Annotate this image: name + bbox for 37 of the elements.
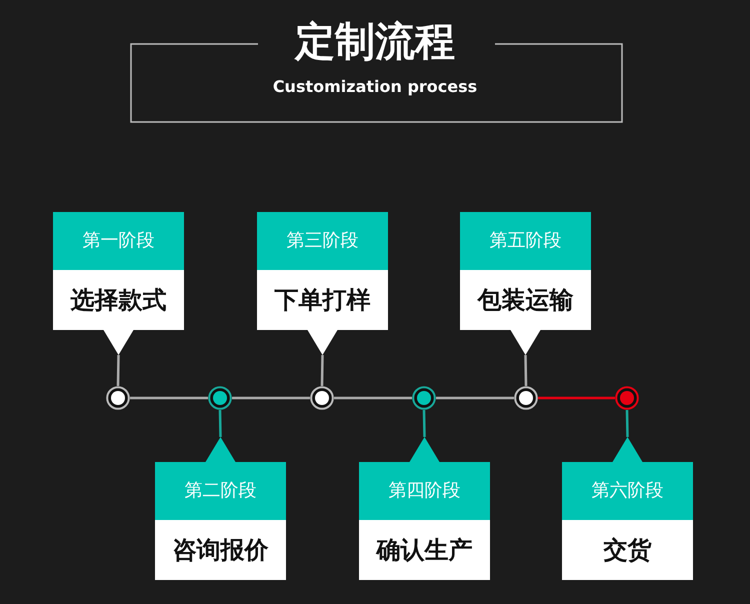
connector-line — [232, 396, 310, 400]
title: 定制流程 — [295, 19, 455, 65]
connector-line — [538, 396, 615, 400]
stage-name: 咨询报价 — [172, 536, 268, 564]
stage-label: 第三阶段 — [286, 230, 358, 251]
stage-name: 交货 — [604, 536, 652, 564]
connector-line — [218, 410, 222, 438]
stage-name: 包装运输 — [478, 286, 574, 314]
stage-name: 确认生产 — [376, 536, 472, 564]
stage-name: 下单打样 — [274, 286, 370, 314]
stage-card — [460, 212, 591, 355]
timeline-dot — [208, 386, 232, 410]
stage-card — [53, 212, 184, 355]
connector-line — [422, 410, 426, 438]
timeline-dot — [615, 386, 639, 410]
stage-card — [359, 437, 490, 580]
stage-card — [257, 212, 388, 355]
connector-line — [320, 354, 324, 386]
stage-label: 第五阶段 — [490, 230, 562, 251]
stage-label: 第一阶段 — [82, 230, 154, 251]
stage-label: 第二阶段 — [184, 480, 256, 501]
connector-line — [436, 396, 514, 400]
connector-line — [130, 396, 208, 400]
connector-line — [524, 354, 528, 386]
connector-line — [116, 354, 120, 386]
stage-label: 第六阶段 — [592, 480, 664, 501]
connector-line — [334, 396, 412, 400]
subtitle: Customization process — [272, 77, 478, 96]
stage-card — [562, 437, 693, 580]
stage-label: 第四阶段 — [388, 480, 460, 501]
stage-name: 选择款式 — [70, 286, 166, 314]
timeline-dot — [514, 386, 538, 410]
connector-line — [626, 410, 629, 438]
timeline-dot — [412, 386, 436, 410]
timeline-dot — [310, 386, 334, 410]
stage-card — [155, 437, 286, 580]
timeline-dot — [106, 386, 130, 410]
